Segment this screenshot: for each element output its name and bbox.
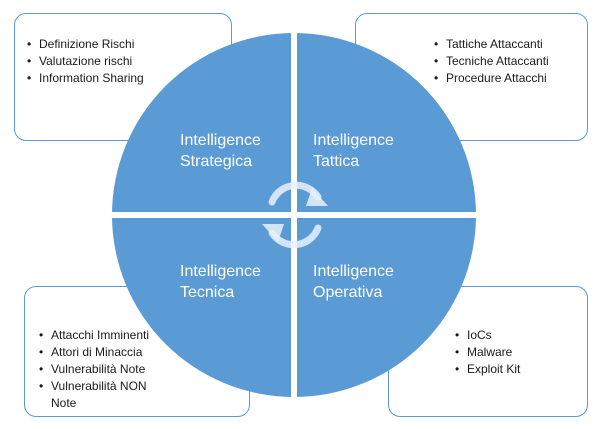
cycle-arrows-icon — [262, 181, 328, 249]
label-strategic: Intelligence Strategica — [180, 132, 261, 170]
label-technical: Intelligence Tecnica — [180, 263, 261, 301]
operational-list: IoCs Malware Exploit Kit — [455, 327, 577, 378]
list-item: Exploit Kit — [455, 361, 577, 378]
list-item: Tecniche Attaccanti — [434, 53, 577, 70]
tactical-list: Tattiche Attaccanti Tecniche Attaccanti … — [434, 36, 577, 87]
list-item: Malware — [455, 344, 577, 361]
list-item: Definizione Rischi — [27, 36, 221, 53]
list-item: IoCs — [455, 327, 577, 344]
quadrant-strategic — [112, 33, 291, 212]
label-tactical: Intelligence Tattica — [313, 132, 394, 170]
list-item: Tattiche Attaccanti — [434, 36, 577, 53]
quadrant-tactical — [297, 33, 476, 212]
technical-list: Attacchi Imminenti Attori di Minaccia Vu… — [39, 327, 239, 412]
quadrant-technical — [112, 218, 291, 397]
list-item: Attacchi Imminenti — [39, 327, 239, 344]
list-item: Valutazione rischi — [27, 53, 221, 70]
list-item: Information Sharing — [27, 70, 221, 87]
list-item: Vulnerabilità Note — [39, 361, 239, 378]
quadrant-operational — [297, 218, 476, 397]
strategic-list: Definizione Rischi Valutazione rischi In… — [27, 36, 221, 87]
list-item: Procedure Attacchi — [434, 70, 577, 87]
list-item: Vulnerabilità NON Note — [39, 378, 151, 412]
list-item: Attori di Minaccia — [39, 344, 239, 361]
label-operational: Intelligence Operativa — [313, 263, 394, 301]
